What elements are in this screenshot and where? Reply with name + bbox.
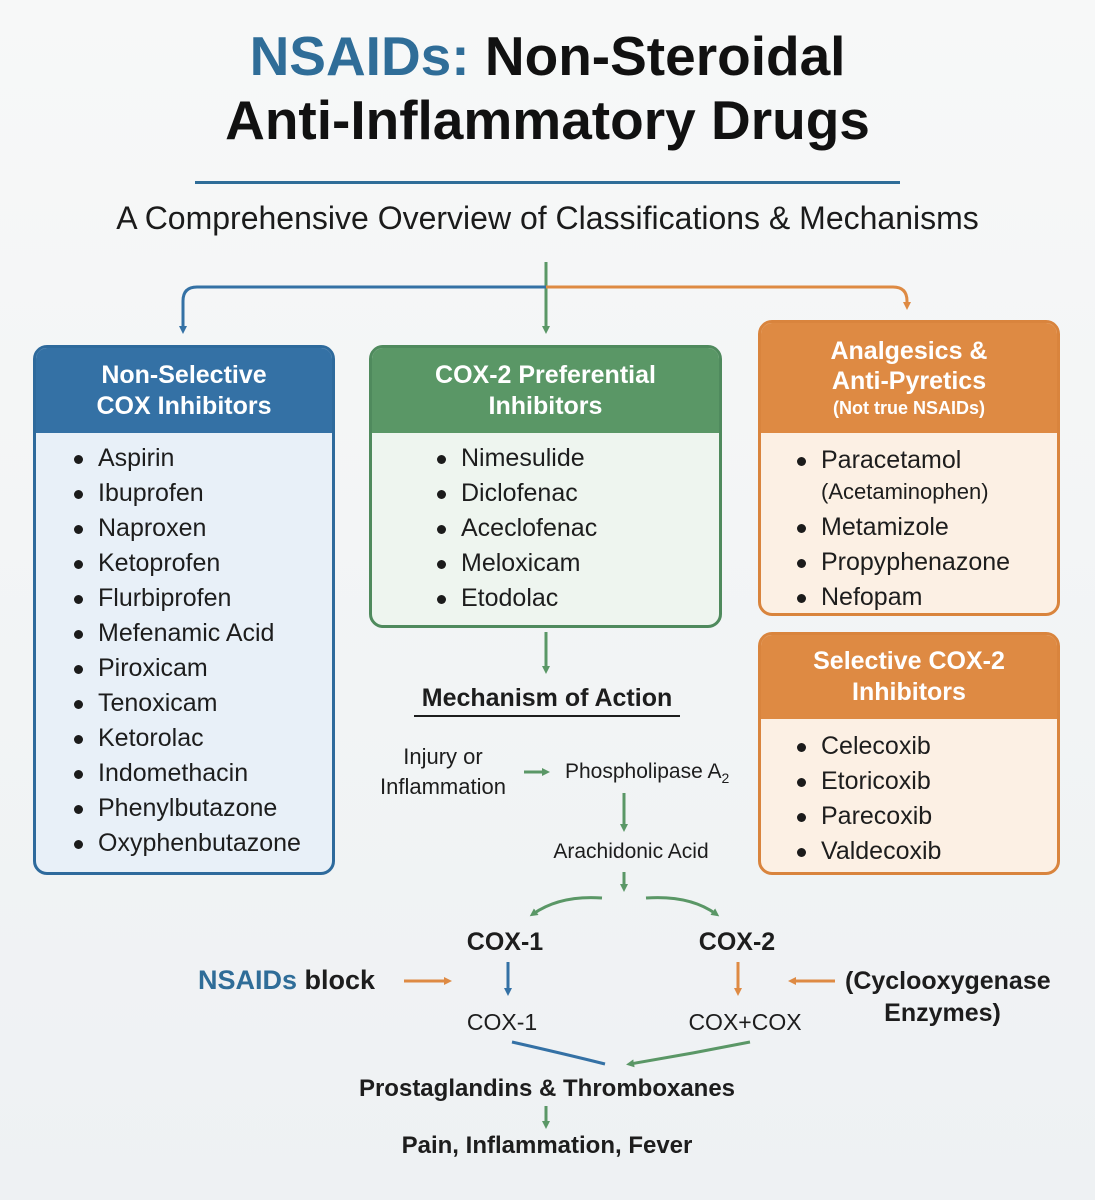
list-item: Indomethacin	[74, 756, 332, 791]
cox1-label: COX-1	[466, 928, 544, 956]
arachidonic-acid-label: Arachidonic Acid	[553, 840, 709, 863]
cox2-preferential-title-line2: Inhibitors	[488, 391, 603, 420]
list-item: Nefopam	[797, 580, 1057, 613]
arrow-to-cox2	[645, 896, 720, 917]
enzymes-line2: Enzymes)	[884, 999, 1001, 1027]
title-divider	[195, 181, 900, 184]
injury-label: Injury or Inflammation	[368, 742, 518, 802]
list-item: Ibuprofen	[74, 476, 332, 511]
list-item: Nimesulide	[437, 441, 719, 476]
non-selective-list: Aspirin Ibuprofen Naproxen Ketoprofen Fl…	[36, 433, 332, 861]
injury-line2: Inflammation	[380, 774, 506, 799]
phospholipase-text: Phospholipase A	[565, 760, 722, 783]
arrow-cox2-to-prostaglandins	[626, 1040, 751, 1068]
list-item: Ketorolac	[74, 721, 332, 756]
list-item: Oxyphenbutazone	[74, 826, 332, 861]
phospholipase-subscript: 2	[721, 770, 730, 787]
title-line1: Non-Steroidal	[469, 25, 846, 87]
title-highlight: NSAIDs:	[249, 25, 470, 87]
nsaids-block-label: NSAIDs block	[198, 965, 375, 996]
non-selective-header: Non-Selective COX Inhibitors	[36, 348, 332, 433]
non-selective-title-line2: COX Inhibitors	[96, 391, 272, 420]
nsaids-block-text: block	[297, 965, 376, 995]
list-item: Aspirin	[74, 441, 332, 476]
list-item: Valdecoxib	[797, 834, 1057, 869]
injury-line1: Injury or	[403, 744, 483, 769]
cox2-preferential-title-line1: COX-2 Preferential	[435, 360, 656, 389]
paracetamol-label: Paracetamol	[821, 446, 962, 474]
enzymes-line1: (Cyclooxygenase	[845, 967, 1051, 995]
top-branch-arrows	[179, 262, 911, 334]
cox2-output-label: COX+COX	[688, 1009, 802, 1035]
non-selective-cox-inhibitors-box: Non-Selective COX Inhibitors Aspirin Ibu…	[33, 345, 335, 875]
arrow-to-analgesics	[546, 285, 911, 310]
list-item: Mefenamic Acid	[74, 616, 332, 651]
cyclooxygenase-enzymes-label: (Cyclooxygenase Enzymes)	[845, 965, 1051, 1029]
cox2-preferential-header: COX-2 Preferential Inhibitors	[372, 348, 719, 433]
nsaids-block-highlight: NSAIDs	[198, 965, 298, 995]
list-item: Etodolac	[437, 581, 719, 616]
list-item: Meloxicam	[437, 546, 719, 581]
arrow-to-cox1	[529, 896, 603, 917]
list-item: Metamizole	[797, 510, 1057, 545]
analgesics-title-line2: Anti-Pyretics	[831, 367, 987, 395]
title-line2: Anti-Inflammatory Drugs	[225, 89, 870, 151]
phospholipase-label: Phospholipase A2	[565, 760, 729, 786]
analgesics-note: (Not true NSAIDs)	[833, 398, 985, 418]
outcome-label: Pain, Inflammation, Fever	[401, 1132, 693, 1159]
cox2-label: COX-2	[698, 928, 776, 956]
analgesics-title-line1: Analgesics &	[830, 337, 988, 365]
list-item: Etoricoxib	[797, 764, 1057, 799]
cox2-preferential-inhibitors-box: COX-2 Preferential Inhibitors Nimesulide…	[369, 345, 722, 628]
cox1-output-label: COX-1	[466, 1009, 538, 1035]
mechanism-arrows	[404, 632, 835, 1129]
arrow-cox1-to-prostaglandins	[511, 1040, 606, 1066]
list-item: Phenylbutazone	[74, 791, 332, 826]
prostaglandins-label: Prostaglandins & Thromboxanes	[358, 1075, 736, 1102]
list-item: Diclofenac	[437, 476, 719, 511]
list-item: Flurbiprofen	[74, 581, 332, 616]
analgesics-header: Analgesics & Anti-Pyretics (Not true NSA…	[761, 323, 1057, 433]
selective-cox2-header: Selective COX-2 Inhibitors	[761, 635, 1057, 719]
selective-cox2-inhibitors-box: Selective COX-2 Inhibitors Celecoxib Eto…	[758, 632, 1060, 875]
list-item: Tenoxicam	[74, 686, 332, 721]
subtitle: A Comprehensive Overview of Classificati…	[116, 200, 979, 236]
paracetamol-alias: (Acetaminophen)	[821, 479, 989, 504]
selective-cox2-title-line2: Inhibitors	[852, 678, 966, 706]
list-item: Ketoprofen	[74, 546, 332, 581]
analgesics-list: Paracetamol (Acetaminophen) Metamizole P…	[761, 433, 1057, 613]
arrow-to-non-selective	[179, 285, 546, 334]
list-item: Propyphenazone	[797, 545, 1057, 580]
list-item: Parecoxib	[797, 799, 1057, 834]
list-item: Celecoxib	[797, 729, 1057, 764]
list-item: Naproxen	[74, 511, 332, 546]
list-item: Piroxicam	[74, 651, 332, 686]
list-item: Paracetamol (Acetaminophen)	[797, 443, 1057, 506]
mechanism-title: Mechanism of Action	[421, 684, 673, 712]
selective-cox2-title-line1: Selective COX-2	[813, 647, 1005, 675]
page-title: NSAIDs: Non-Steroidal Anti-Inflammatory …	[0, 24, 1095, 152]
selective-cox2-list: Celecoxib Etoricoxib Parecoxib Valdecoxi…	[761, 719, 1057, 869]
list-item: Aceclofenac	[437, 511, 719, 546]
analgesics-antipyretics-box: Analgesics & Anti-Pyretics (Not true NSA…	[758, 320, 1060, 616]
non-selective-title-line1: Non-Selective	[101, 360, 267, 389]
cox2-preferential-list: Nimesulide Diclofenac Aceclofenac Meloxi…	[372, 433, 719, 616]
